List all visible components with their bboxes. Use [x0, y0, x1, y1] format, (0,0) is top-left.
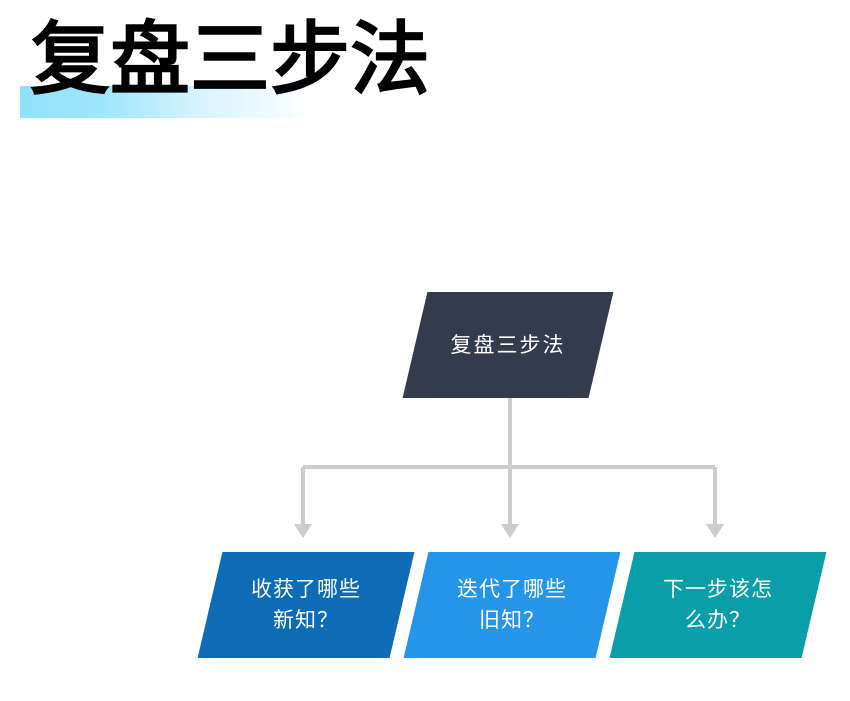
node-gains-label: 收获了哪些 新知？ [251, 578, 361, 632]
arrowhead-right-icon [706, 524, 724, 538]
arrowhead-left-icon [294, 524, 312, 538]
title-highlight-bar [20, 86, 315, 118]
diagram-node-iterations[interactable]: 迭代了哪些 旧知？ [403, 552, 621, 658]
node-next-step-label: 下一步该怎 么办？ [663, 578, 773, 632]
diagram-node-next-step[interactable]: 下一步该怎 么办？ [609, 552, 827, 658]
arrowhead-middle-icon [501, 524, 519, 538]
node-root-label: 复盘三步法 [450, 333, 566, 357]
diagram-node-gains[interactable]: 收获了哪些 新知？ [197, 552, 415, 658]
page-title: 复盘三步法 [30, 15, 430, 104]
page-title-block: 复盘三步法 [20, 8, 580, 123]
node-iterations-label: 迭代了哪些 旧知？ [457, 578, 567, 632]
diagram-node-root[interactable]: 复盘三步法 [402, 292, 614, 398]
